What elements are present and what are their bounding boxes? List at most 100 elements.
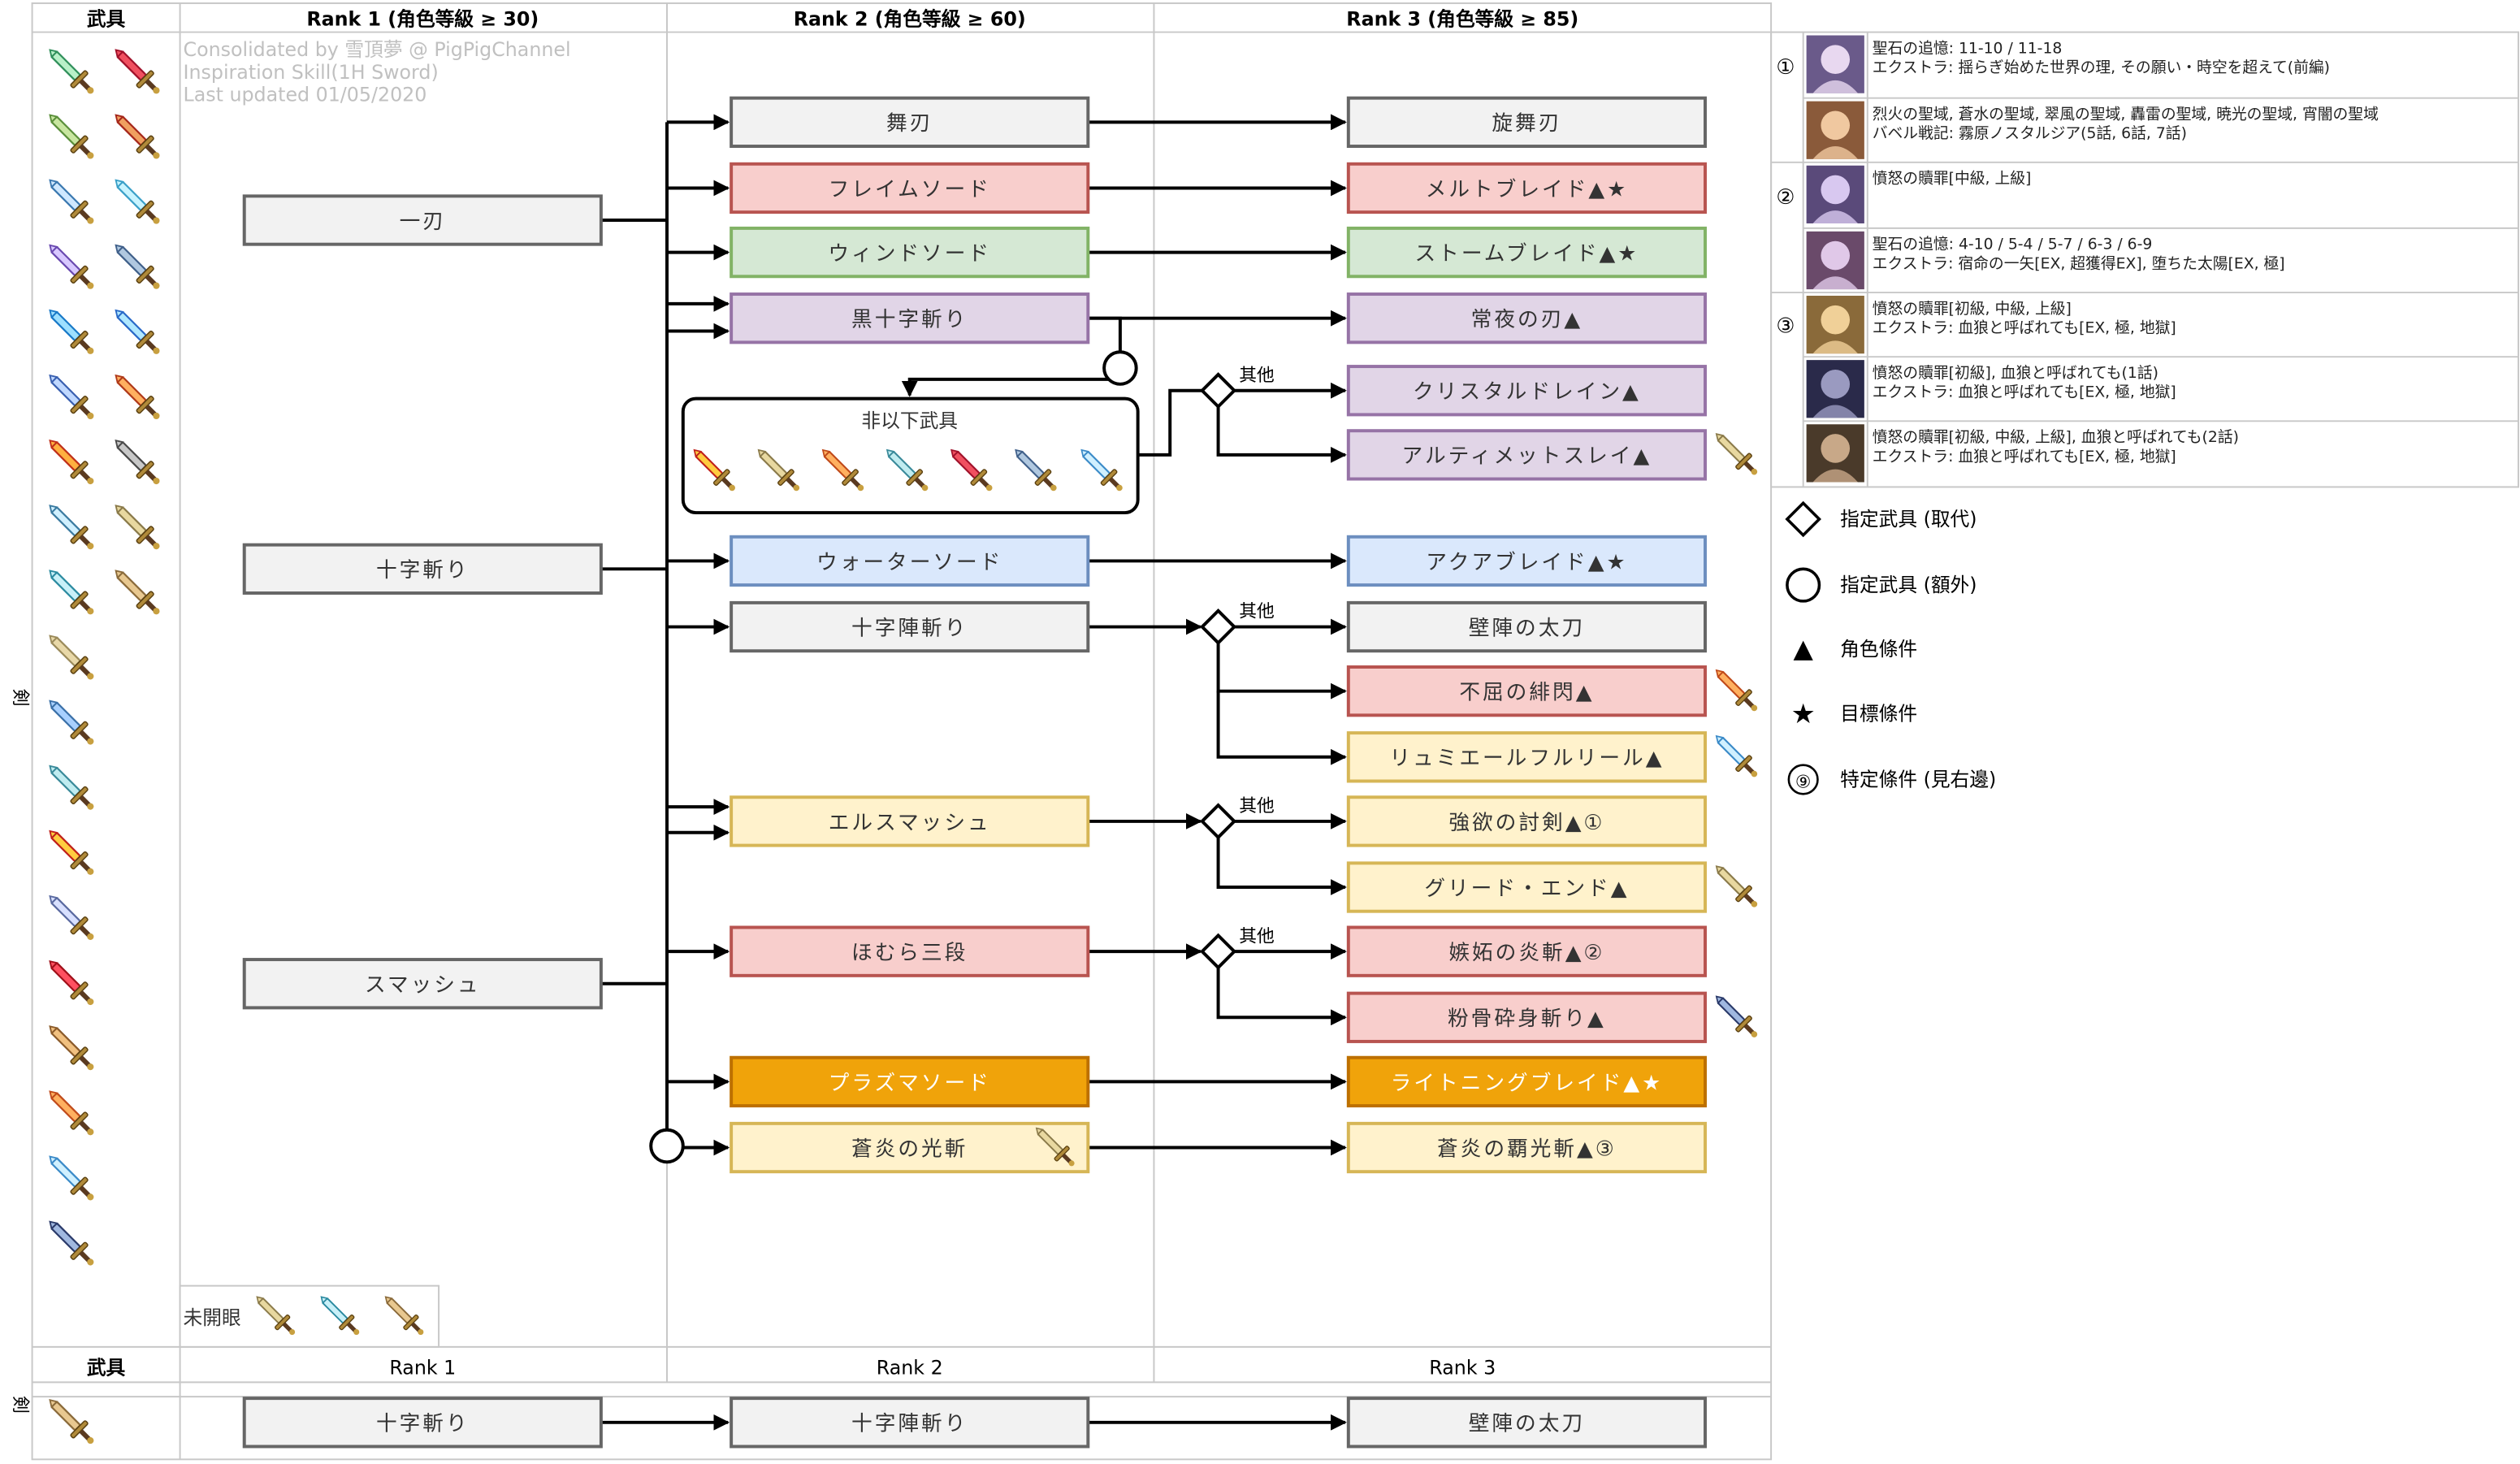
legend-triangle-label: 角色條件 (1840, 638, 1917, 661)
condition-line2: エクストラ: 血狼と呼ばれても[EX, 極, 地獄] (1873, 319, 2176, 337)
avatar (1806, 424, 1864, 483)
skill-souen: 蒼炎の光斬 (730, 1121, 1090, 1174)
condition-line1: 烈火の聖域, 蒼水の聖域, 翠風の聖域, 轟雷の聖域, 暁光の聖域, 宵闇の聖域 (1873, 105, 2379, 123)
skill-ichijin: 一刃 (242, 194, 603, 246)
skill-jujijin: 十字陣斬り (730, 600, 1090, 653)
weapon-sword-icon (49, 1220, 94, 1266)
except-sword-icon (757, 448, 800, 492)
skill-jujigiri-label: 十字斬り (376, 558, 470, 583)
legend-special-label: 特定條件 (見右邊) (1840, 768, 1996, 790)
skill-souen-label: 蒼炎の光斬 (851, 1137, 968, 1161)
condition-row: 聖石の追憶: 4-10 / 5-4 / 5-7 / 6-3 / 6-9エクストラ… (1806, 231, 2285, 290)
avatar (1806, 231, 1864, 290)
side-label: 剣 (10, 689, 30, 707)
weapon-sword-icon (49, 114, 94, 159)
except-label: 非以下武具 (861, 409, 958, 432)
skill-storm-blade: ストームブレイド▲★ (1346, 226, 1707, 279)
skill-shitto-label: 嫉妬の炎斬▲② (1448, 941, 1604, 965)
condition-line1: 聖石の追憶: 4-10 / 5-4 / 5-7 / 6-3 / 6-9 (1873, 236, 2153, 253)
legend-special-item: ⑨ 特定條件 (見右邊) (1787, 764, 1996, 795)
weapon-sword-icon (49, 1025, 94, 1071)
other-label: 其他 (1239, 926, 1275, 946)
except-sword-icon (1080, 448, 1123, 492)
legend: 指定武具 (取代) 指定武具 (額外) ▲ 角色條件 ★ 目標條件 ⑨ 特定條件… (1785, 500, 1996, 795)
skill-water-sword-label: ウォーターソード (816, 550, 1002, 574)
weapon-sword-icon (49, 244, 94, 289)
weapon-icon-column (49, 49, 160, 1445)
weapon-sword-icon (49, 1155, 94, 1201)
credit-line3: Last updated 01/05/2020 (184, 84, 427, 106)
unopened-sword-icon (256, 1296, 296, 1336)
skill-funkotsu-label: 粉骨砕身斬り▲ (1448, 1007, 1606, 1031)
condition-line1: 憤怒の贖罪[初級, 中級, 上級] (1873, 300, 2072, 318)
circle-icon (1786, 567, 1821, 603)
weapon-sword-icon (49, 374, 94, 420)
bottom-skill-r3: 壁陣の太刀 (1346, 1397, 1707, 1449)
skill-plasma-sword-label: プラズマソード (829, 1071, 991, 1095)
except-sword-icon (821, 448, 864, 492)
skill-hekijin: 壁陣の太刀 (1346, 600, 1707, 653)
skill-senbu-label: 旋舞刃 (1492, 111, 1561, 136)
bottom-table-header: 武具 Rank 1 Rank 2 Rank 3 (87, 1356, 1496, 1379)
condition-number: ③ (1776, 314, 1795, 339)
skill-greed-end: グリード・エンド▲ (1346, 861, 1707, 913)
other-label: 其他 (1239, 796, 1275, 816)
condition-number: ② (1776, 185, 1795, 210)
weapon-sword-icon (115, 309, 160, 354)
skill-flame-sword-label: フレイムソード (829, 177, 991, 201)
weapon-sword-icon (49, 570, 94, 615)
weapon-sword-icon (115, 179, 160, 224)
condition-line1: 聖石の追憶: 11-10 / 11-18 (1873, 39, 2063, 57)
skill-lumiere: リュミエールフルリール▲ (1346, 731, 1707, 783)
table-header: 武具 Rank 1 (角色等級 ≥ 30) Rank 2 (角色等級 ≥ 60)… (87, 8, 1578, 31)
circle-icon (1102, 350, 1138, 386)
skill-crystal-drain-label: クリスタルドレイン▲ (1413, 380, 1641, 405)
skill-homura-label: ほむら三段 (851, 941, 968, 965)
skill-crystal-drain: クリスタルドレイン▲ (1346, 365, 1707, 417)
specified-sword-icon (1715, 865, 1758, 907)
specified-sword-icon (1715, 995, 1758, 1037)
bottom-side-label: 剣 (10, 1396, 30, 1414)
bottom-skill-r1: 十字斬り (242, 1397, 603, 1449)
condition-row: 憤怒の贖罪[初級, 中級, 上級], 血狼と呼ばれても(2話)エクストラ: 血狼… (1806, 424, 2239, 483)
avatar (1806, 360, 1864, 418)
souen-sword-icon (1035, 1127, 1075, 1167)
credit-line1: Consolidated by 雪頂夢 @ PigPigChannel (184, 38, 571, 61)
bottom-skill-r1-label: 十字斬り (376, 1412, 470, 1436)
except-sword-icon (1015, 448, 1057, 492)
skill-souen-hakou: 蒼炎の覇光斬▲③ (1346, 1121, 1707, 1174)
skill-tokoyo: 常夜の刃▲ (1346, 292, 1707, 344)
skill-souen-hakou-label: 蒼炎の覇光斬▲③ (1437, 1137, 1617, 1161)
weapon-sword-icon (49, 635, 94, 680)
skill-shitto: 嫉妬の炎斬▲② (1346, 925, 1707, 977)
skill-melt-blade-label: メルトブレイド▲★ (1426, 177, 1628, 201)
unopened-sword-icon (320, 1296, 360, 1336)
skill-goyoku: 強欲の討剣▲① (1346, 795, 1707, 847)
except-weapons-box: 非以下武具 (681, 396, 1140, 515)
bottom-header-rank3: Rank 3 (1429, 1356, 1496, 1379)
skill-aqua-blade-label: アクアブレイド▲★ (1426, 550, 1627, 574)
condition-line1: 憤怒の贖罪[中級, 上級] (1873, 170, 2032, 188)
skill-ultimate-slay: アルティメットスレイ▲ (1346, 429, 1707, 481)
star-icon: ★ (1791, 698, 1816, 730)
diamond-icon (1199, 803, 1237, 840)
condition-row: ② 憤怒の贖罪[中級, 上級] (1776, 165, 2032, 223)
other-label: 其他 (1239, 366, 1275, 386)
skill-storm-blade-label: ストームブレイド▲★ (1415, 241, 1639, 266)
condition-number: ① (1776, 55, 1795, 80)
triangle-icon: ▲ (1793, 635, 1813, 664)
specified-sword-icon (1715, 433, 1758, 475)
skill-smash-label: スマッシュ (365, 973, 481, 998)
weapon-sword-icon (115, 49, 160, 94)
weapon-sword-icon (115, 114, 160, 159)
condition-row: ③ 憤怒の贖罪[初級, 中級, 上級]エクストラ: 血狼と呼ばれても[EX, 極,… (1776, 296, 2176, 354)
bottom-skill-r3-label: 壁陣の太刀 (1469, 1412, 1585, 1436)
condition-row: 憤怒の贖罪[初級], 血狼と呼ばれても(1話)エクストラ: 血狼と呼ばれても[E… (1806, 360, 2176, 418)
skill-boxes: 一刃十字斬りスマッシュ舞刃フレイムソードウィンドソード黒十字斬りウォーターソード… (242, 96, 1707, 1449)
skill-greed-end-label: グリード・エンド▲ (1424, 877, 1629, 901)
skill-kurojuji: 黒十字斬り (730, 292, 1090, 344)
unopened-box: 未開眼 (179, 1284, 440, 1348)
weapon-sword-icon (49, 179, 94, 224)
